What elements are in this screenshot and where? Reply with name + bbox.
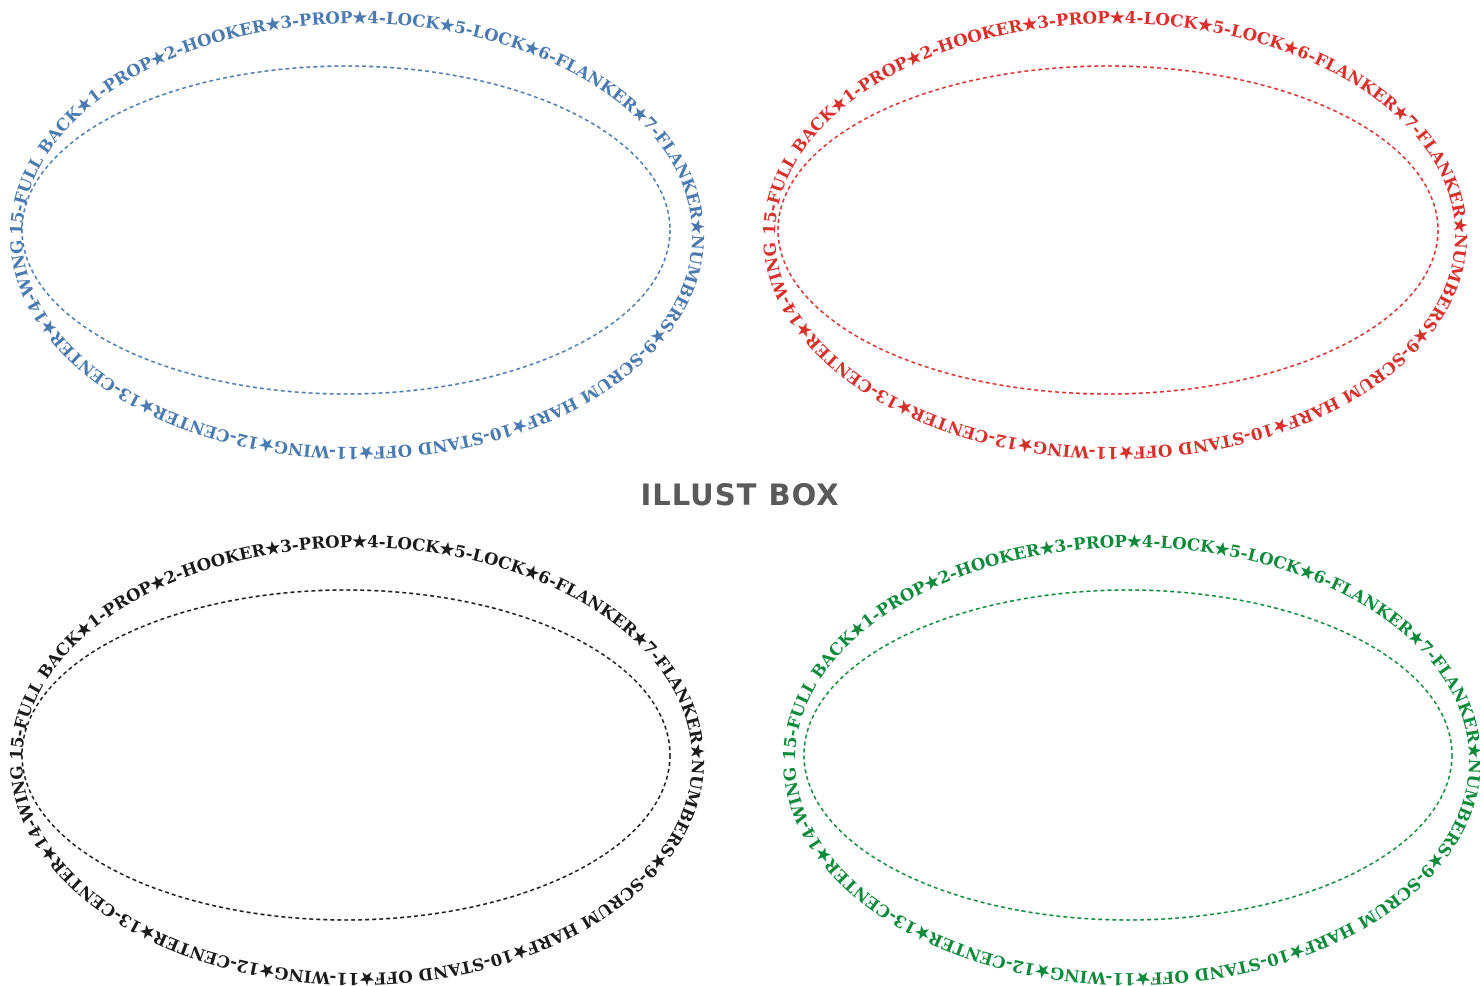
dotted-oval-blue [21,65,671,395]
dotted-oval-black [21,589,671,921]
oval-frame-blue: 15-FULL BACK★1-PROP★2-HOOKER★3-PROP★4-LO… [0,0,707,462]
ring-text-red: 15-FULL BACK★1-PROP★2-HOOKER★3-PROP★4-LO… [0,0,1470,462]
ring-textpath-red: 15-FULL BACK★1-PROP★2-HOOKER★3-PROP★4-LO… [0,0,1470,462]
ring-text-black: 15-FULL BACK★1-PROP★2-HOOKER★3-PROP★4-LO… [0,0,707,986]
dotted-oval-green [803,589,1453,921]
oval-frame-black: 15-FULL BACK★1-PROP★2-HOOKER★3-PROP★4-LO… [0,0,707,986]
ring-textpath-blue: 15-FULL BACK★1-PROP★2-HOOKER★3-PROP★4-LO… [0,0,707,462]
dotted-oval-red [777,65,1439,395]
ring-text-blue: 15-FULL BACK★1-PROP★2-HOOKER★3-PROP★4-LO… [0,0,707,462]
ring-textpath-black: 15-FULL BACK★1-PROP★2-HOOKER★3-PROP★4-LO… [0,0,707,986]
oval-frame-red: 15-FULL BACK★1-PROP★2-HOOKER★3-PROP★4-LO… [0,0,1470,462]
watermark-logo-text: ILLUST BOX [640,478,839,512]
